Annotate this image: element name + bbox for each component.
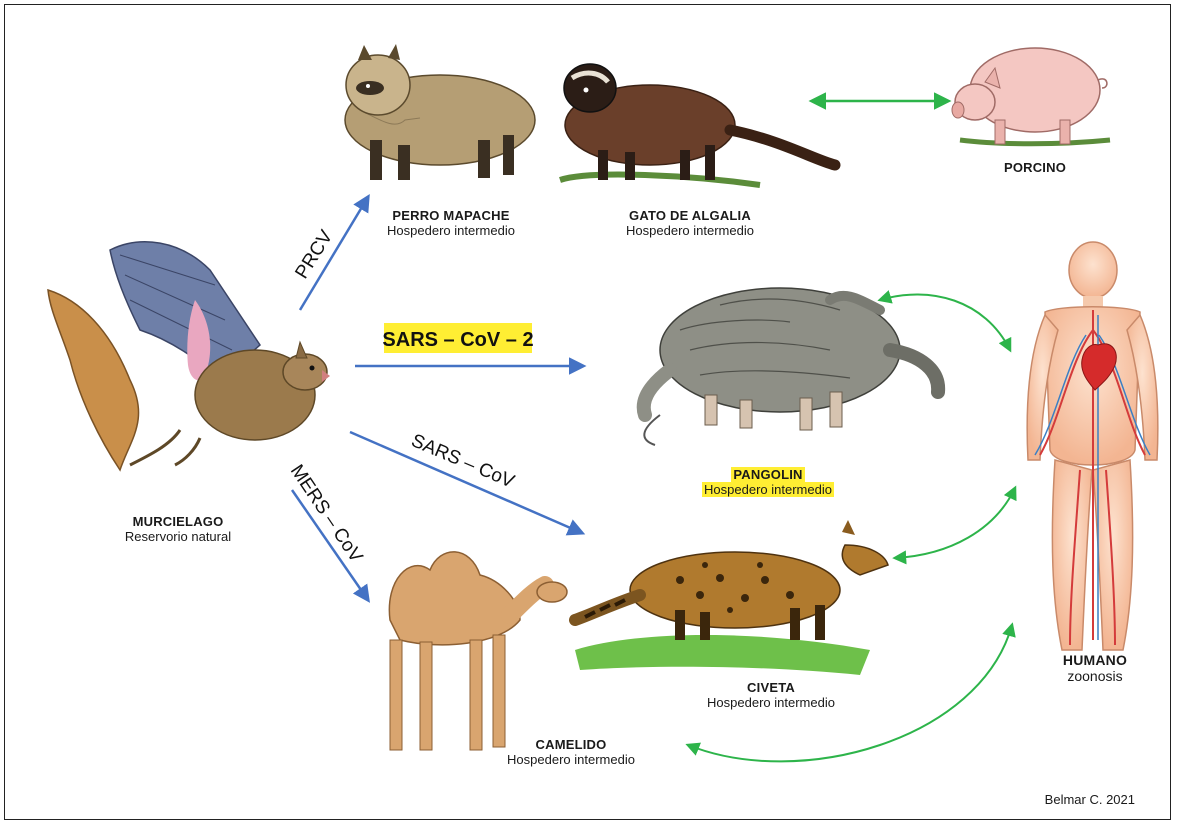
pig-illustration [952, 48, 1110, 144]
civet-cat-name: GATO DE ALGALIA [600, 208, 780, 223]
pig-name: PORCINO [990, 160, 1080, 175]
civet-illustration [575, 520, 888, 675]
human-label: HUMANO zoonosis [1040, 652, 1150, 684]
raccoon-dog-illustration [345, 44, 535, 180]
sars-cov-2-label: SARS – CoV – 2 [382, 329, 533, 351]
civet-human-arrow [895, 488, 1015, 558]
human-name: HUMANO [1040, 652, 1150, 668]
camel-illustration [389, 552, 567, 750]
civet-name: CIVETA [686, 680, 856, 695]
pangolin-label: PANGOLIN Hospedero intermedio [688, 467, 848, 497]
camel-label: CAMELIDO Hospedero intermedio [486, 737, 656, 767]
sars-cov-2-label-group: SARS – CoV – 2 [382, 323, 533, 353]
civet-cat-role: Hospedero intermedio [600, 223, 780, 238]
bat-name: MURCIELAGO [98, 514, 258, 529]
pangolin-role: Hospedero intermedio [702, 482, 834, 497]
raccoon-dog-label: PERRO MAPACHE Hospedero intermedio [366, 208, 536, 238]
raccoon-dog-name: PERRO MAPACHE [366, 208, 536, 223]
sars-cov-label: SARS – CoV [408, 430, 518, 492]
camel-role: Hospedero intermedio [486, 752, 656, 767]
pangolin-name: PANGOLIN [731, 467, 804, 482]
human-anatomy-illustration [1027, 242, 1158, 650]
prcv-label: PRCV [291, 226, 337, 282]
civet-label: CIVETA Hospedero intermedio [686, 680, 856, 710]
pangolin-illustration [644, 288, 938, 445]
mers-cov-label: MERS – CoV [286, 461, 367, 567]
camel-name: CAMELIDO [486, 737, 656, 752]
bat-role: Reservorio natural [98, 529, 258, 544]
palm-civet-illustration [560, 64, 835, 185]
author-credit: Belmar C. 2021 [1045, 792, 1135, 807]
bat-illustration [48, 242, 330, 470]
pig-label: PORCINO [990, 160, 1080, 175]
sars-cov-arrow [350, 432, 582, 533]
civet-role: Hospedero intermedio [686, 695, 856, 710]
raccoon-dog-role: Hospedero intermedio [366, 223, 536, 238]
civet-cat-label: GATO DE ALGALIA Hospedero intermedio [600, 208, 780, 238]
bat-label: MURCIELAGO Reservorio natural [98, 514, 258, 544]
human-role: zoonosis [1040, 668, 1150, 684]
